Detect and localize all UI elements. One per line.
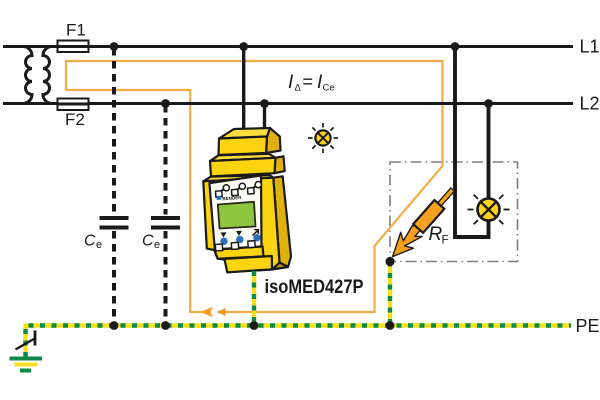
svg-text:C: C	[142, 233, 154, 250]
svg-text:e: e	[154, 239, 160, 251]
svg-text:isoMED427P: isoMED427P	[265, 277, 364, 298]
svg-text:L1: L1	[580, 37, 600, 57]
svg-text:F2: F2	[65, 110, 85, 129]
svg-text:F: F	[442, 235, 449, 247]
svg-text:BENDER: BENDER	[222, 195, 242, 201]
svg-text:=: =	[303, 72, 314, 92]
svg-text:e: e	[96, 239, 102, 251]
svg-text:I: I	[288, 72, 294, 93]
svg-text:Δ: Δ	[295, 83, 302, 94]
svg-text:C: C	[84, 233, 96, 250]
svg-text:R: R	[429, 224, 443, 245]
svg-text:I: I	[317, 72, 323, 93]
svg-text:L2: L2	[580, 94, 600, 114]
svg-text:F1: F1	[66, 21, 86, 40]
svg-text:PE: PE	[576, 316, 600, 336]
svg-text:Ce: Ce	[323, 83, 335, 94]
